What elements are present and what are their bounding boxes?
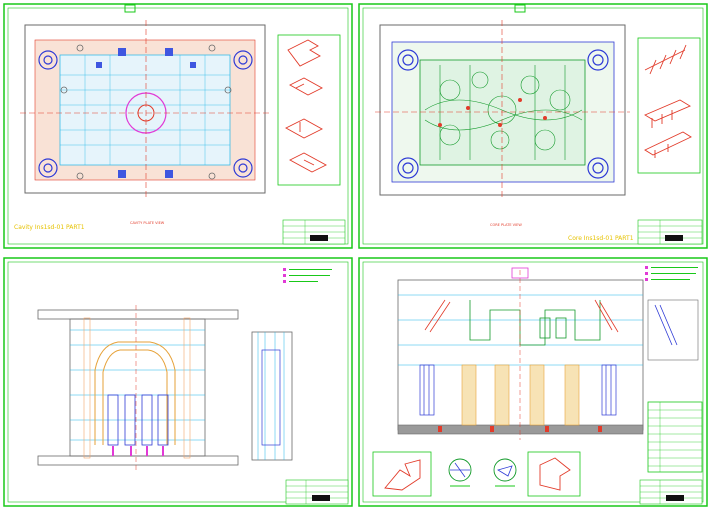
title-block	[637, 219, 703, 245]
mold-body	[69, 318, 206, 457]
base-plate	[397, 424, 644, 435]
title-block	[639, 479, 703, 505]
sheet-label: Core Ins1sd-01 PART1	[568, 235, 634, 242]
view-title: CAVITY PLATE VIEW	[130, 221, 165, 225]
iso-parts	[285, 39, 327, 173]
iso-parts	[644, 44, 692, 158]
ejector-pins	[112, 446, 164, 456]
guide-pin-right	[183, 317, 191, 459]
sheet-border	[3, 257, 353, 507]
core-pins	[107, 394, 169, 446]
side-view-lines	[257, 332, 285, 460]
side-view	[251, 331, 293, 461]
detail-circle-2	[493, 458, 517, 487]
guide-pillars	[397, 49, 609, 179]
sheet-top-right: Core Ins1sd-01 PART1 CORE PLATE VIEW	[358, 3, 708, 249]
notes-legend	[283, 268, 332, 283]
bom-table	[647, 401, 703, 473]
bottom-clamp-plate	[37, 455, 239, 466]
cavity-zone	[59, 54, 231, 166]
ejector-frame	[94, 341, 176, 445]
sheet-bottom-right	[358, 257, 708, 507]
sheet-inner-border	[362, 7, 704, 245]
pin-heads	[438, 426, 602, 432]
sheet-inner-border	[362, 261, 704, 503]
view-title: CORE PLATE VIEW	[490, 223, 522, 227]
iso-part-2	[539, 457, 571, 491]
sheet-top-left: Cavity Ins1sd-01 PART1 CAVITY PLATE VIEW	[3, 3, 353, 249]
iso-part-1	[384, 459, 421, 491]
angled-lifters	[424, 299, 619, 333]
side-core	[261, 349, 281, 446]
cavity-profile	[469, 300, 601, 346]
detail-box	[277, 34, 341, 186]
detail-box	[637, 37, 701, 174]
notes-legend	[645, 266, 698, 281]
core-markers	[438, 98, 547, 127]
side-stack-right	[601, 364, 617, 416]
core-zone	[419, 59, 586, 166]
sheet-tab	[124, 4, 136, 13]
section-lines	[70, 329, 205, 441]
sheet-inner-border	[7, 261, 349, 503]
guide-pillars	[38, 50, 253, 178]
detail-circle-1	[448, 458, 472, 487]
sheet-bottom-left	[3, 257, 353, 507]
plate-outline	[379, 24, 626, 196]
cavity-hatching	[60, 55, 230, 165]
guide-pin-left	[83, 317, 91, 459]
ejector-blocks	[461, 364, 580, 426]
sheet-inner-border	[7, 7, 349, 245]
bolt-holes	[60, 44, 232, 180]
detail-box-2	[527, 451, 581, 497]
sheet-tab	[514, 4, 526, 13]
title-block	[285, 479, 349, 505]
side-detail	[647, 299, 699, 361]
top-clamp-plate	[37, 309, 239, 320]
side-stack-left	[419, 364, 435, 416]
plate-outline	[24, 24, 266, 194]
sheet-label: Cavity Ins1sd-01 PART1	[14, 224, 85, 231]
lifter-blocks	[96, 48, 196, 178]
detail-box-1	[372, 451, 432, 497]
title-block	[282, 219, 346, 245]
side-detail-lifter	[654, 304, 678, 346]
sprue-bushing	[511, 267, 529, 279]
